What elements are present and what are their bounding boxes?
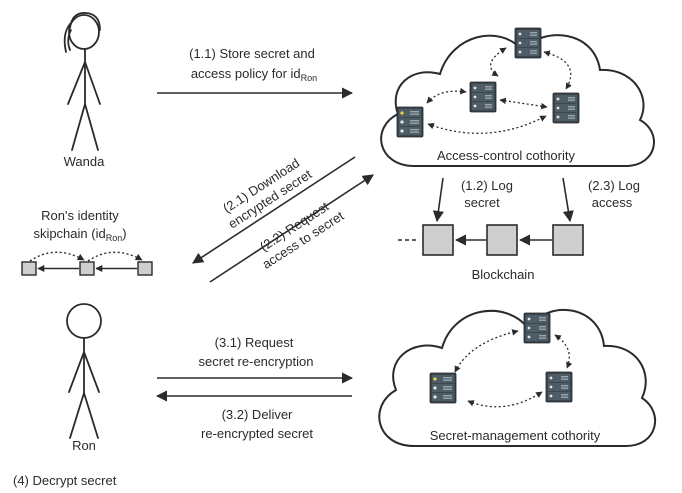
step-3-2-label-line2: re-encrypted secret: [201, 426, 313, 441]
step-1-1-label-line2: access policy for idRon: [191, 66, 317, 83]
server-icon: [396, 106, 424, 138]
blockchain: [398, 224, 584, 256]
access-control-peer-links: [426, 47, 572, 134]
blockchain-block: [486, 224, 518, 256]
skipchain-block: [137, 261, 153, 276]
step-2-3-label-line2: access: [592, 195, 633, 210]
server-icon: [552, 92, 580, 124]
step-1-2-label-line1: (1.2) Log: [461, 178, 513, 193]
blockchain-block: [552, 224, 584, 256]
server-icon: [469, 81, 497, 113]
step-3-2-label-line1: (3.2) Deliver: [222, 407, 293, 422]
skipchain-title-line2: skipchain (idRon): [33, 226, 126, 243]
skipchain-forward-link: [29, 251, 85, 262]
access-control-cloud-label: Access-control cothority: [437, 148, 575, 163]
server-icon: [429, 372, 457, 404]
blockchain-label: Blockchain: [472, 267, 535, 282]
skipchain-block: [79, 261, 95, 276]
ron-figure-icon: [66, 303, 102, 439]
ron-label: Ron: [72, 438, 96, 453]
wanda-figure-icon: [63, 12, 101, 151]
skipchain-title-line1: Ron's identity: [41, 208, 119, 223]
server-icon: [514, 27, 542, 59]
step-1-2-label-line2: secret: [464, 195, 500, 210]
server-icon: [523, 312, 551, 344]
blockchain-block: [422, 224, 454, 256]
skipchain-forward-link: [87, 251, 143, 262]
download-secret-arrow: [192, 156, 356, 264]
step-4-label: (4) Decrypt secret: [13, 473, 117, 488]
skipchain-block: [21, 261, 37, 276]
log-secret-arrow: [432, 177, 444, 223]
step-2-3-label-line1: (2.3) Log: [588, 178, 640, 193]
skipchain: [21, 251, 153, 276]
secret-management-peer-links: [454, 329, 573, 408]
step-1-1-label-line1: (1.1) Store secret and: [189, 46, 315, 61]
step-3-1-label-line2: secret re-encryption: [199, 354, 314, 369]
wanda-label: Wanda: [64, 154, 105, 169]
log-access-arrow: [562, 177, 574, 223]
step-3-1-label-line1: (3.1) Request: [215, 335, 294, 350]
secret-management-cloud: [378, 308, 657, 447]
request-access-arrow: [209, 174, 374, 283]
secret-management-cloud-label: Secret-management cothority: [430, 428, 601, 443]
server-icon: [545, 371, 573, 403]
